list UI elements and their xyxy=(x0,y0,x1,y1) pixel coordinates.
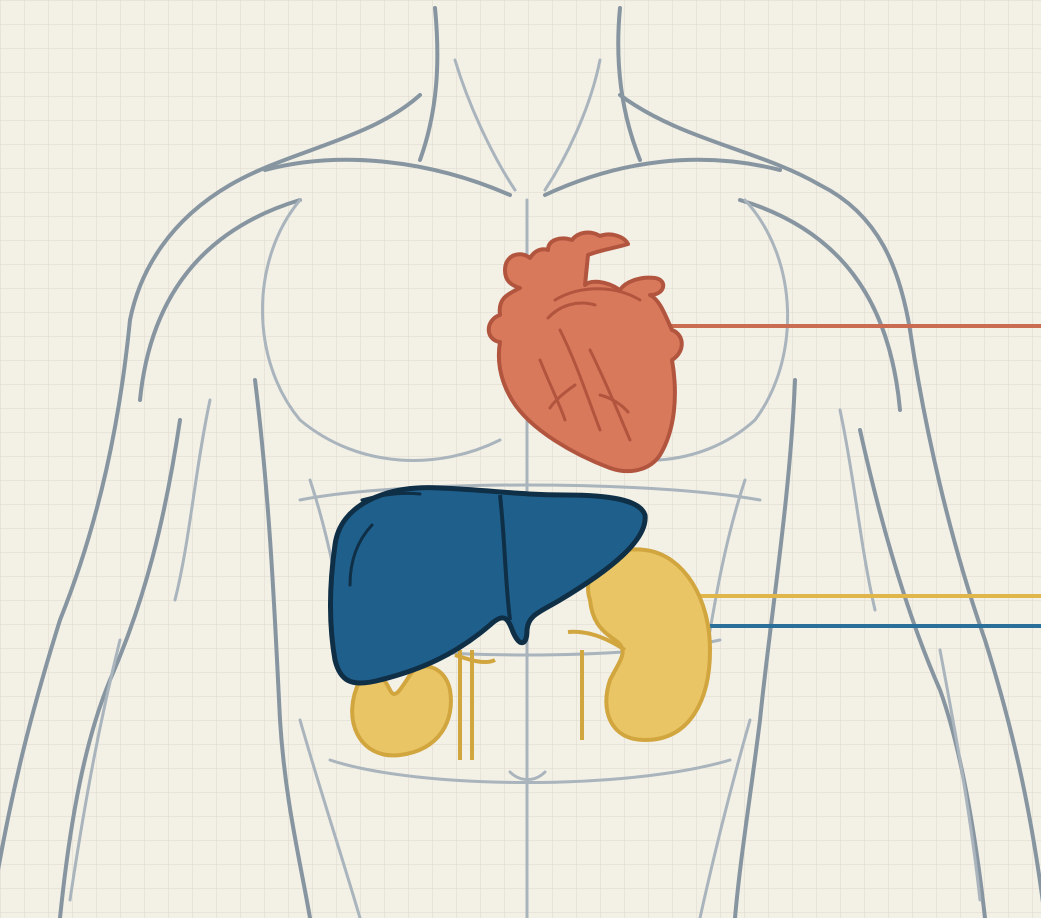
anatomy-illustration xyxy=(0,0,1041,918)
graph-paper-grid xyxy=(0,0,1041,918)
anatomy-diagram xyxy=(0,0,1041,918)
